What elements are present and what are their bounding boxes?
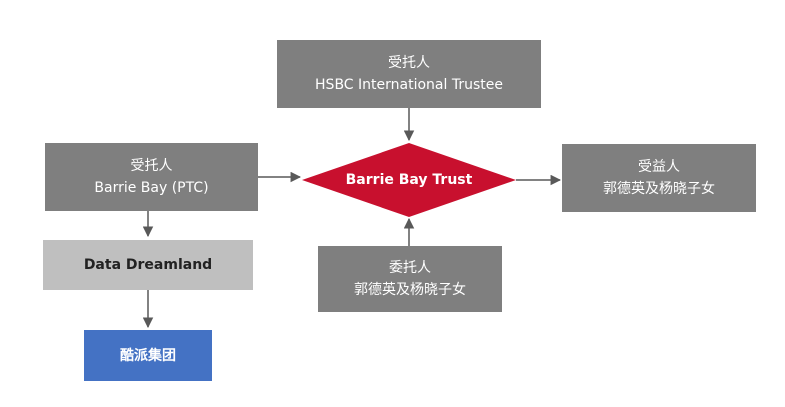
kuru-group-box: 酷派集团 xyxy=(84,330,212,381)
settlor-box: 委托人 郭德英及杨晓子女 xyxy=(318,246,502,312)
trustee-hsbc-name: HSBC International Trustee xyxy=(315,77,503,93)
trust-label: Barrie Bay Trust xyxy=(345,172,473,188)
beneficiary-name: 郭德英及杨晓子女 xyxy=(603,181,715,197)
data-dreamland-box: Data Dreamland xyxy=(43,240,253,290)
beneficiary-role: 受益人 xyxy=(638,159,680,175)
beneficiary-box: 受益人 郭德英及杨晓子女 xyxy=(562,144,756,212)
trustee-ptc-role: 受托人 xyxy=(130,158,173,174)
trustee-hsbc-box: 受托人 HSBC International Trustee xyxy=(277,40,541,108)
trustee-ptc-box: 受托人 Barrie Bay (PTC) xyxy=(45,143,258,211)
settlor-name: 郭德英及杨晓子女 xyxy=(354,282,466,298)
trustee-hsbc-role: 受托人 xyxy=(388,55,430,71)
data-dreamland-name: Data Dreamland xyxy=(83,257,213,273)
kuru-group-name: 酷派集团 xyxy=(120,347,176,364)
settlor-role: 委托人 xyxy=(389,260,431,276)
trustee-ptc-name: Barrie Bay (PTC) xyxy=(94,180,209,196)
